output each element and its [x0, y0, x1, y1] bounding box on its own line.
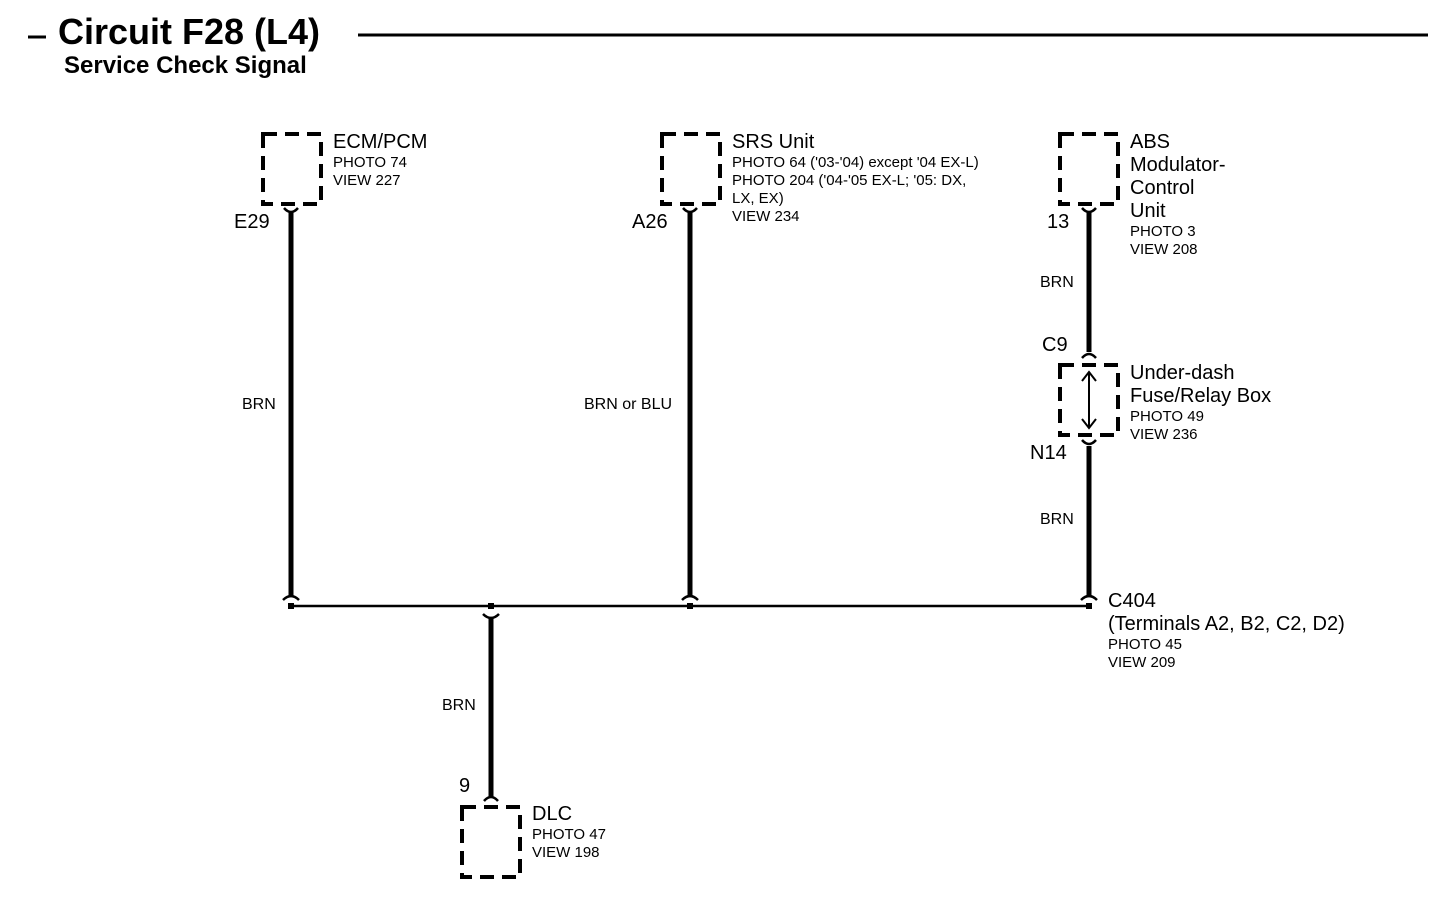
abs-view: VIEW 208: [1130, 241, 1198, 258]
fuse-arrow-down: [1081, 418, 1097, 430]
c404-dot-dlc: [488, 603, 494, 609]
fuse-arrow-up: [1081, 370, 1097, 382]
page-title: Circuit F28 (L4): [58, 11, 321, 52]
srs-unit-box: [660, 132, 722, 206]
c404-terminals: (Terminals A2, B2, C2, D2): [1108, 613, 1345, 635]
dlc-box: [460, 805, 522, 879]
srs-pin: A26: [632, 211, 668, 233]
srs-view: VIEW 234: [732, 208, 800, 225]
junction-dots: [288, 603, 1092, 609]
fuse-top-terminal: [1081, 352, 1097, 359]
dlc-wire-color: BRN: [442, 697, 476, 714]
c404-view: VIEW 209: [1108, 654, 1176, 671]
dlc-photo: PHOTO 47: [532, 826, 606, 843]
fuse-pin-bottom: N14: [1030, 442, 1067, 464]
abs-pin: 13: [1047, 211, 1070, 233]
abs-name-line3: Control: [1130, 177, 1195, 199]
abs-name-line2: Modulator-: [1130, 154, 1226, 176]
ecm-pcm-box: [261, 132, 323, 206]
fuse-bottom-terminal: [1081, 439, 1097, 446]
ecm-wire-color: BRN: [242, 396, 276, 413]
srs-wire-color: BRN or BLU: [584, 396, 673, 413]
fuse-relay-box: [1058, 363, 1120, 437]
c404-dot-ecm: [288, 603, 294, 609]
terminal-symbols: [282, 207, 1098, 802]
fuse-pin-top: C9: [1042, 334, 1068, 356]
fuse-wire-color: BRN: [1040, 511, 1074, 528]
ecm-name: ECM/PCM: [333, 131, 428, 153]
abs-wire-color: BRN: [1040, 274, 1074, 291]
abs-terminal: [1081, 207, 1097, 214]
dlc-name: DLC: [532, 803, 573, 825]
abs-name-line4: Unit: [1130, 200, 1166, 222]
c404-terminal-srs: [681, 594, 699, 601]
ecm-terminal: [283, 207, 299, 214]
abs-photo: PHOTO 3: [1130, 223, 1196, 240]
ecm-view: VIEW 227: [333, 172, 401, 189]
srs-terminal: [682, 207, 698, 214]
c404-terminal-dlc: [482, 613, 500, 620]
srs-photo-line2: PHOTO 204 ('04-'05 EX-L; '05: DX,: [732, 172, 967, 189]
fuse-name-line2: Fuse/Relay Box: [1130, 385, 1272, 407]
srs-photo-line1: PHOTO 64 ('03-'04) except '04 EX-L): [732, 154, 979, 171]
ecm-photo: PHOTO 74: [333, 154, 407, 171]
fuse-name-line1: Under-dash: [1130, 362, 1235, 384]
abs-name-line1: ABS: [1130, 131, 1171, 153]
c404-terminal-ecm: [282, 594, 300, 601]
srs-name: SRS Unit: [732, 131, 815, 153]
c404-dot-abs: [1086, 603, 1092, 609]
dlc-view: VIEW 198: [532, 844, 600, 861]
c404-photo: PHOTO 45: [1108, 636, 1182, 653]
c404-terminal-abs: [1080, 594, 1098, 601]
srs-photo-line3: LX, EX): [732, 190, 784, 207]
abs-unit-box: [1058, 132, 1120, 206]
dlc-terminal: [483, 795, 499, 802]
ecm-pin: E29: [234, 211, 270, 233]
c404-dot-srs: [687, 603, 693, 609]
dlc-pin: 9: [459, 775, 471, 797]
fuse-view: VIEW 236: [1130, 426, 1198, 443]
fuse-photo: PHOTO 49: [1130, 408, 1204, 425]
c404-name: C404: [1108, 590, 1156, 612]
page-subtitle: Service Check Signal: [64, 52, 307, 79]
